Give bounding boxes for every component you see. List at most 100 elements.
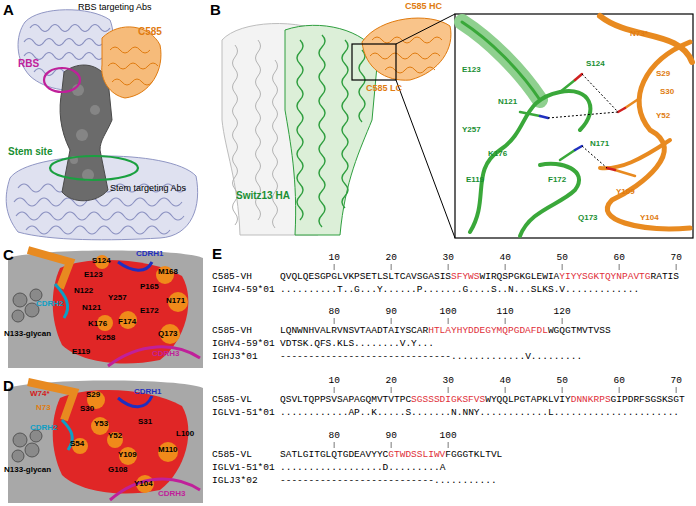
sequence-segment: FGGGTKLTVL: [445, 449, 502, 461]
residue-label: L100: [176, 430, 194, 439]
cdr-segment: YIYYSGKTQYNPAVTG: [559, 271, 650, 283]
sequence-segment: QSVLTQPPSVSAPAGQMVTVTPC: [280, 394, 411, 406]
residue-label: Y109: [616, 188, 635, 197]
sequence-name: C585-VL: [212, 394, 252, 406]
residue-label: M168: [158, 268, 178, 277]
residue-label: S30: [80, 405, 94, 414]
sequence-name: C585-VH: [212, 325, 252, 337]
ruler-tick: [562, 264, 563, 270]
ruler-tick: [391, 387, 392, 393]
ruler-tick: [505, 318, 506, 324]
sequence-segment: VDTSK.QFS.KLS........V.Y...: [280, 338, 434, 350]
position-number: 70: [670, 375, 681, 387]
sequence-name: C585-VL: [212, 449, 252, 461]
ruler-tick: [334, 264, 335, 270]
sequence-segment: QVQLQESGPGLVKPSETLSLTCAVSGASIS: [280, 271, 451, 283]
position-number: 80: [328, 430, 339, 442]
position-number: 90: [385, 430, 396, 442]
sequence-name: IGLJ3*02: [212, 475, 258, 487]
residue-label: G108: [108, 466, 128, 475]
stem-ring: [50, 156, 138, 180]
position-number: 30: [442, 375, 453, 387]
residue-label: N73: [36, 404, 51, 413]
sequence-name: IGLV1-51*01: [212, 462, 275, 474]
loop-label: CDRH2: [36, 300, 64, 309]
sequence-segment: WGQGTMVTVSS: [548, 325, 611, 337]
chain-label: C585 HC: [405, 2, 442, 12]
position-number: 90: [385, 306, 396, 318]
ruler-tick: [505, 264, 506, 270]
residue-label: F172: [548, 176, 566, 185]
ruler-tick: [391, 442, 392, 448]
residue-label: M110: [158, 446, 178, 455]
ruler-tick: [676, 387, 677, 393]
loop-label: CDRH1: [134, 388, 162, 397]
ruler-tick: [391, 264, 392, 270]
residue-label: Y257: [462, 126, 481, 135]
ruler-tick: [334, 387, 335, 393]
position-number: 70: [670, 252, 681, 264]
ruler-tick: [334, 318, 335, 324]
position-number: 60: [613, 375, 624, 387]
switz13-protomer: [285, 25, 378, 235]
cdr-segment: GTWDSSLIWV: [388, 449, 445, 461]
residue-label: K176: [88, 320, 107, 329]
c585-fab-ribbon: [362, 18, 451, 80]
ruler-tick: [562, 387, 563, 393]
residue-label: N121: [82, 304, 101, 313]
residue-label: N73*: [630, 30, 648, 39]
position-number: 10: [328, 375, 339, 387]
cdr-segment: SFYWS: [451, 271, 480, 283]
residue-label: E172: [140, 307, 159, 316]
loop-label: CDRH2: [30, 424, 58, 433]
residue-label: S124: [586, 60, 605, 69]
ruler-tick: [505, 387, 506, 393]
position-number: 60: [613, 252, 624, 264]
sequence-segment: WIRQSPGKGLEWIA: [480, 271, 560, 283]
cdr-segment: HTLAYHYDDEGYMQPGDAFDL: [428, 325, 548, 337]
position-number: 20: [385, 375, 396, 387]
sequence-segment: ..........T..G...Y......P.......G....S..…: [280, 284, 639, 296]
sequence-segment: LQNWNHVALRVNSVTAADTAIYSCAR: [280, 325, 428, 337]
chain-label: C585 LC: [366, 84, 402, 94]
sequence-segment: RATIS: [651, 271, 680, 283]
sequence-segment: ---------------------------...........: [280, 475, 497, 487]
zoom-box: [352, 44, 396, 80]
residue-label: Y52: [108, 432, 122, 441]
residue-label: S54: [70, 440, 84, 449]
position-number: 50: [556, 252, 567, 264]
residue-label: S29: [86, 391, 100, 400]
ruler-tick: [562, 318, 563, 324]
sequence-segment: SATLGITGLQTGDEAVYYC: [280, 449, 388, 461]
sequence-name: IGLV1-51*01: [212, 407, 275, 419]
residue-label: Q173: [578, 214, 598, 223]
site-label: RBS: [18, 58, 39, 69]
site-label: Stem site: [8, 146, 52, 157]
ruler-tick: [448, 318, 449, 324]
loop-label: CDRH3: [158, 490, 186, 499]
residue-label: Y104: [640, 214, 659, 223]
residue-label: Y52: [656, 112, 670, 121]
ruler-tick: [676, 264, 677, 270]
sequence-segment: ..................D.........A: [280, 462, 445, 474]
residue-label: Y257: [108, 294, 127, 303]
ruler-tick: [448, 387, 449, 393]
ruler-tick: [619, 264, 620, 270]
group-label: Stem targeting Abs: [110, 184, 186, 194]
residue-label: F174: [118, 318, 136, 327]
panel-letter: A: [3, 2, 14, 19]
ruler-tick: [448, 442, 449, 448]
ruler-tick: [448, 264, 449, 270]
position-number: 20: [385, 252, 396, 264]
ruler-tick: [391, 318, 392, 324]
position-number: 30: [442, 252, 453, 264]
rbs-ring: [44, 68, 80, 92]
glycan-label: N133-glycan: [4, 466, 51, 475]
residue-label: S29: [656, 70, 670, 79]
residue-label: S31: [138, 418, 152, 427]
position-number: 50: [556, 375, 567, 387]
residue-label: E119: [72, 348, 90, 357]
surface-view: [8, 250, 203, 368]
